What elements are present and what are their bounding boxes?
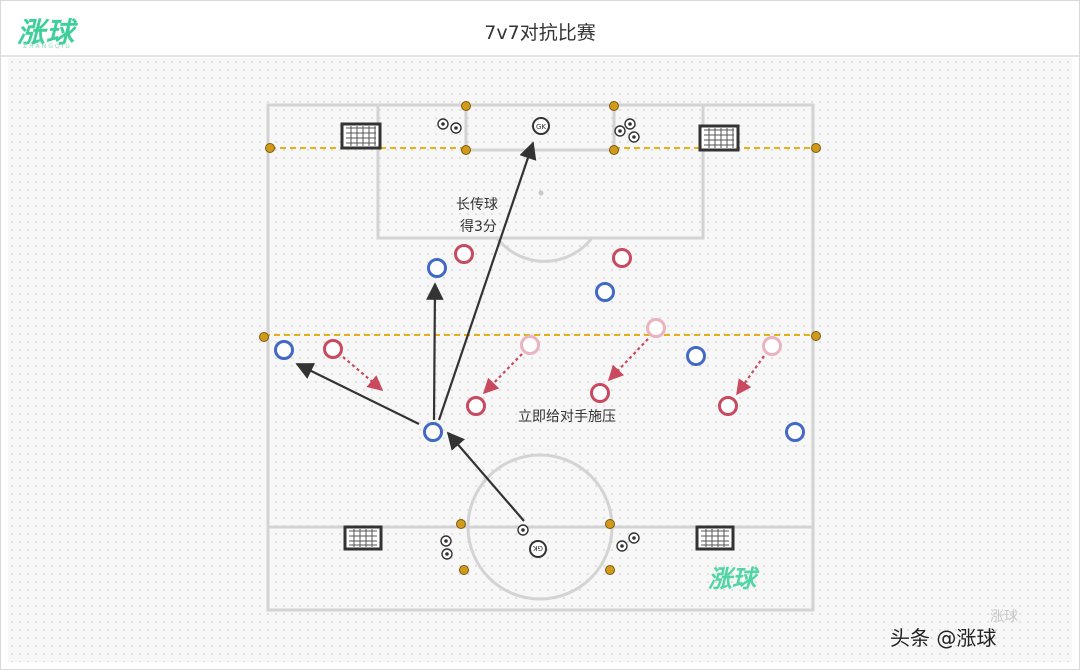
page-title: 7v7对抗比赛	[484, 22, 596, 44]
cone	[811, 331, 821, 341]
red-player	[466, 396, 486, 416]
ball-cluster-icon	[440, 535, 453, 560]
cone	[605, 565, 615, 575]
red-player-ghost	[762, 336, 782, 356]
blue-player	[274, 340, 294, 360]
pass-arrow	[446, 431, 525, 522]
goal-area	[464, 103, 616, 152]
cone	[265, 143, 275, 153]
goalkeeper-bottom-icon: GK	[529, 540, 547, 558]
red-player-ghost	[646, 318, 666, 338]
blue-player	[785, 422, 805, 442]
press-arrow	[607, 338, 649, 382]
press-arrows	[342, 338, 765, 396]
red-team-start-positions	[520, 318, 782, 356]
goalkeeper-top-icon: GK	[532, 117, 550, 135]
blue-player	[686, 346, 706, 366]
credit-ghost-watermark: 涨球	[990, 609, 1018, 625]
blue-player	[427, 258, 447, 278]
pass-arrows	[295, 141, 537, 522]
cone	[461, 145, 471, 155]
press-instruction-label: 立即给对手施压	[518, 409, 616, 425]
red-player	[590, 383, 610, 403]
red-player-ghost	[520, 335, 540, 355]
cone	[456, 519, 466, 529]
red-player	[454, 244, 474, 264]
ball-cluster-icon	[616, 532, 640, 552]
blue-team	[274, 258, 805, 442]
cone	[459, 565, 469, 575]
long-pass-arrow	[437, 141, 537, 421]
press-arrow	[482, 353, 523, 395]
header-bar: 涨球 ZHANGQIU 7v7对抗比赛	[1, 1, 1079, 57]
source-credit: 头条 @涨球	[890, 626, 997, 650]
press-arrow	[736, 355, 765, 396]
mini-goal-top-right-icon	[698, 124, 740, 152]
blue-player	[595, 282, 615, 302]
goalkeeper-top-label: GK	[536, 123, 546, 131]
cone	[461, 101, 471, 111]
mini-goal-bottom-right-icon	[695, 525, 735, 551]
cones	[259, 101, 821, 575]
pass-arrow	[295, 363, 420, 425]
pitch-watermark-logo: 涨球	[708, 565, 760, 593]
diagram-canvas	[8, 58, 1072, 662]
cone	[609, 145, 619, 155]
brand-logo-subtext: ZHANGQIU	[23, 43, 72, 50]
penalty-spot	[538, 190, 544, 196]
brand-logo: 涨球	[17, 16, 76, 49]
red-player	[718, 396, 738, 416]
cone	[609, 101, 619, 111]
cone	[605, 519, 615, 529]
mini-goal-bottom-left-icon	[343, 525, 383, 551]
cone	[259, 332, 269, 342]
mini-goal-top-left-icon	[340, 122, 382, 150]
ball-icon	[517, 524, 529, 536]
long-pass-points-label: 得3分	[460, 218, 497, 235]
press-arrow	[342, 356, 384, 391]
ball-cluster-icon	[437, 118, 462, 134]
pass-arrow	[426, 282, 444, 421]
red-team	[323, 244, 738, 416]
penalty-arc	[495, 237, 594, 263]
long-pass-label: 长传球	[456, 197, 498, 213]
ball-cluster-icon	[614, 118, 640, 143]
red-player	[323, 339, 343, 359]
blue-player-ball-carrier	[423, 422, 443, 442]
red-player	[612, 248, 632, 268]
goalkeeper-bottom-label: GK	[533, 544, 543, 552]
cone	[811, 143, 821, 153]
